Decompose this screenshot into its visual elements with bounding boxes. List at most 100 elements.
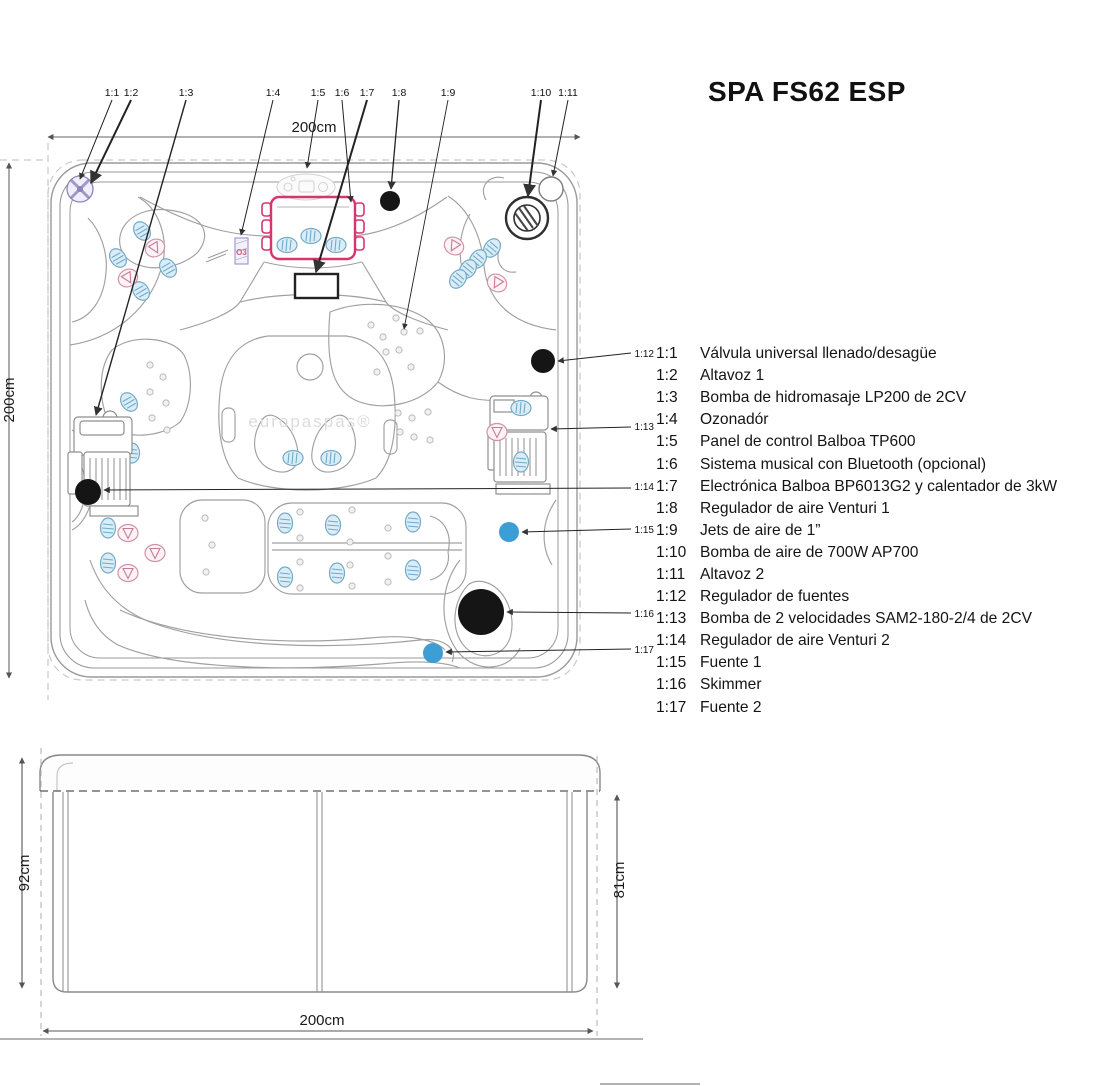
legend-item-number: 1:4	[656, 411, 678, 429]
pump-jet	[512, 451, 530, 473]
legend-item: 1:13 Bomba de 2 velocidades SAM2-180-2/4 …	[656, 608, 1057, 630]
callout-label: 1:5	[311, 87, 326, 99]
legend-item-number: 1:6	[656, 455, 678, 473]
callout-label: 1:1	[105, 87, 120, 99]
rim-inner-line	[56, 762, 74, 791]
brand-watermark: europaspas®	[248, 412, 371, 431]
fill-drain-valve	[66, 175, 94, 203]
legend-item: 1:3 Bomba de hidromasaje LP200 de 2CV	[656, 387, 1057, 409]
side-extension-dashes	[40, 748, 598, 1036]
top-callout-leaders	[79, 99, 569, 416]
legend-item-number: 1:11	[656, 565, 686, 583]
callout-label: 1:3	[179, 87, 194, 99]
legend-item: 1:1 Válvula universal llenado/desagüe	[656, 343, 1057, 365]
callout-label: 1:10	[531, 87, 552, 99]
dim-height-left: 200cm	[1, 377, 18, 422]
callout-label: 1:14	[635, 482, 655, 493]
legend-item-number: 1:3	[656, 389, 678, 407]
legend-item: 1:16 Skimmer	[656, 674, 1057, 696]
pump-jet	[486, 422, 508, 442]
legend-item-number: 1:8	[656, 499, 678, 517]
legend-item-desc: Jets de aire de 1”	[700, 521, 821, 539]
callout-label: 1:15	[635, 525, 655, 536]
legend-item-desc: Panel de control Balboa TP600	[700, 433, 916, 451]
legend-item: 1:10 Bomba de aire de 700W AP700	[656, 542, 1057, 564]
legend-item-desc: Fuente 1	[700, 654, 762, 672]
legend: 1:1 Válvula universal llenado/desagüe 1:2…	[656, 343, 1057, 719]
callout-label: 1:12	[635, 349, 655, 360]
side-view-dimensions: 92cm 81cm 200cm	[16, 757, 628, 1035]
legend-item-desc: Electrónica Balboa BP6013G2 y calentador…	[700, 477, 1058, 495]
legend-item: 1:2 Altavoz 1	[656, 365, 1057, 387]
legend-item-desc: Bomba de 2 velocidades SAM2-180-2/4 de 2…	[700, 610, 1032, 628]
legend-item-desc: Regulador de fuentes	[700, 588, 850, 606]
speaker-2	[538, 176, 564, 202]
legend-item-desc: Bomba de hidromasaje LP200 de 2CV	[700, 389, 967, 407]
legend-item-desc: Sistema musical con Bluetooth (opcional)	[700, 455, 987, 473]
side-view: 92cm 81cm 200cm	[0, 748, 700, 1085]
fountain-regulator	[531, 349, 555, 373]
page-title: SPA FS62 ESP	[708, 76, 906, 107]
spa-cabinet	[52, 792, 588, 993]
legend-item-desc: Bomba de aire de 700W AP700	[700, 543, 919, 561]
venturi-1-control	[380, 191, 400, 211]
legend-item-number: 1:2	[656, 367, 678, 385]
dim-height-cabinet: 81cm	[611, 862, 628, 899]
spa-rim	[39, 754, 601, 791]
ozonator: O3	[234, 237, 249, 265]
callout-label: 1:4	[266, 87, 281, 99]
legend-item: 1:7 Electrónica Balboa BP6013G2 y calenta…	[656, 476, 1057, 498]
legend-item-number: 1:5	[656, 433, 678, 451]
svg-text:O3: O3	[236, 248, 247, 257]
legend-item-number: 1:12	[656, 588, 687, 606]
legend-item-number: 1:1	[656, 345, 678, 363]
venturi-2-control	[75, 479, 101, 505]
fountain-2	[423, 643, 443, 663]
legend-item-desc: Ozonadór	[700, 411, 769, 429]
skimmer	[458, 589, 504, 635]
legend-item-desc: Fuente 2	[700, 698, 762, 716]
legend-item-desc: Skimmer	[700, 676, 762, 694]
legend-item: 1:12 Regulador de fuentes	[656, 586, 1057, 608]
legend-item: 1:4 Ozonadór	[656, 409, 1057, 431]
legend-item-number: 1:17	[656, 698, 687, 716]
legend-item-desc: Regulador de aire Venturi 2	[700, 632, 890, 650]
callout-label: 1:13	[635, 422, 655, 433]
electronics-box	[293, 272, 340, 300]
legend-item: 1:11 Altavoz 2	[656, 564, 1057, 586]
air-pump-ap700	[504, 195, 550, 241]
legend-item-number: 1:10	[656, 543, 687, 561]
fountain-1	[499, 522, 519, 542]
legend-item: 1:5 Panel de control Balboa TP600	[656, 431, 1057, 453]
legend-item-number: 1:16	[656, 676, 687, 694]
legend-item: 1:15 Fuente 1	[656, 652, 1057, 674]
legend-item-desc: Altavoz 1	[700, 367, 765, 385]
cabinet-divider	[316, 792, 323, 992]
callout-label: 1:16	[635, 609, 655, 620]
seat-contours	[69, 176, 557, 669]
control-panel-tp600	[276, 173, 336, 201]
music-system-panel	[261, 195, 365, 261]
extension-dashes	[0, 143, 49, 700]
right-callout-labels: 1:12 1:13 1:14 1:15 1:16 1:17	[635, 349, 655, 656]
legend-item-number: 1:15	[656, 654, 687, 672]
legend-item-desc: Válvula universal llenado/desagüe	[700, 345, 937, 363]
pump-jet	[510, 399, 532, 417]
legend-item-desc: Altavoz 2	[700, 565, 765, 583]
callout-label: 1:7	[360, 87, 375, 99]
callout-label: 1:6	[335, 87, 350, 99]
right-callout-leaders	[103, 352, 632, 656]
dim-width-bottom: 200cm	[299, 1012, 344, 1029]
callout-label: 1:11	[558, 87, 578, 99]
top-callout-labels: 1:1 1:2 1:3 1:4 1:5 1:6 1:7 1:8 1:9 1:10…	[105, 87, 578, 99]
legend-item-number: 1:7	[656, 477, 678, 495]
legend-item-number: 1:14	[656, 632, 687, 650]
legend-item: 1:6 Sistema musical con Bluetooth (opcion…	[656, 453, 1057, 475]
top-view: europaspas®	[0, 87, 654, 700]
callout-label: 1:8	[392, 87, 407, 99]
legend-item-number: 1:13	[656, 610, 687, 628]
